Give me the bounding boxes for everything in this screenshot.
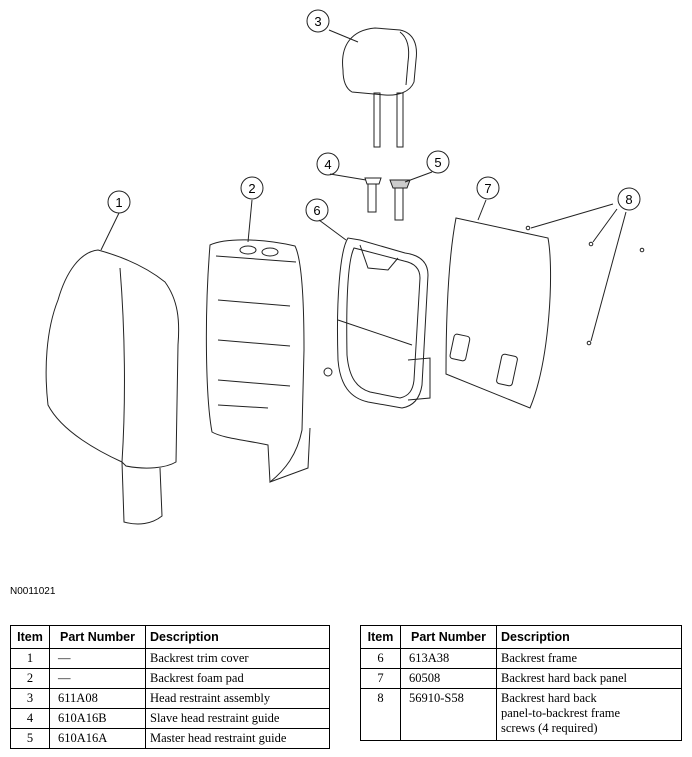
- item-header: Item: [360, 625, 401, 649]
- item-cell: 8: [360, 688, 401, 741]
- callout-label-2: 2: [248, 181, 255, 196]
- callout-label-4: 4: [324, 157, 331, 172]
- callout-label-3: 3: [314, 14, 321, 29]
- callout-circle-7: [476, 176, 500, 200]
- part-number-cell: 611A08: [49, 688, 146, 709]
- callout-label-6: 6: [313, 203, 320, 218]
- backrest-frame-drawing: [323, 237, 431, 409]
- table-header-row: Item Part Number Description: [360, 625, 682, 649]
- table-row: 8 56910-S58 Backrest hard back panel-to-…: [360, 688, 682, 741]
- callout-circle-2: [240, 176, 264, 200]
- callout-circle-6: [305, 198, 329, 222]
- part-number-cell: 60508: [400, 668, 497, 689]
- part-number-cell: 610A16B: [49, 708, 146, 729]
- table-row: 2 — Backrest foam pad: [10, 668, 330, 689]
- item-cell: 3: [10, 688, 50, 709]
- part-number-cell: 56910-S58: [400, 688, 497, 741]
- callout-label-8: 8: [625, 192, 632, 207]
- table-row: 5 610A16A Master head restraint guide: [10, 728, 330, 749]
- table-header-row: Item Part Number Description: [10, 625, 330, 649]
- description-line: screws (4 required): [501, 721, 598, 735]
- item-cell: 4: [10, 708, 50, 729]
- screws-drawing: [525, 225, 645, 346]
- backrest-foam-pad-drawing: [205, 239, 311, 483]
- backrest-trim-cover-drawing: [45, 249, 180, 525]
- callout-label-1: 1: [115, 195, 122, 210]
- description-header: Description: [496, 625, 682, 649]
- exploded-view-diagram: 3 4 5 1 2 6 7 8: [45, 9, 645, 525]
- description-cell: Backrest frame: [496, 648, 682, 669]
- table-row: 1 — Backrest trim cover: [10, 648, 330, 669]
- description-cell: Backrest foam pad: [145, 668, 330, 689]
- table-row: 4 610A16B Slave head restraint guide: [10, 708, 330, 729]
- description-line: panel-to-backrest frame: [501, 706, 621, 720]
- item-cell: 1: [10, 648, 50, 669]
- item-cell: 5: [10, 728, 50, 749]
- item-cell: 2: [10, 668, 50, 689]
- callout-circle-1: [107, 190, 131, 214]
- description-header: Description: [145, 625, 330, 649]
- item-cell: 7: [360, 668, 401, 689]
- description-cell: Head restraint assembly: [145, 688, 330, 709]
- description-line: Backrest hard back: [501, 691, 597, 705]
- description-cell: Backrest trim cover: [145, 648, 330, 669]
- table-row: 6 613A38 Backrest frame: [360, 648, 682, 669]
- table-row: 3 611A08 Head restraint assembly: [10, 688, 330, 709]
- part-number-cell: 613A38: [400, 648, 497, 669]
- part-number-cell: 610A16A: [49, 728, 146, 749]
- callout-label-5: 5: [434, 155, 441, 170]
- leader-lines: [100, 29, 627, 342]
- callout-circle-3: [306, 9, 330, 33]
- figure-id: N0011021: [10, 586, 56, 597]
- part-number-cell: —: [49, 648, 146, 669]
- head-restraint-drawing: [342, 27, 417, 148]
- description-cell: Backrest hard back panel-to-backrest fra…: [496, 688, 682, 741]
- item-header: Item: [10, 625, 50, 649]
- item-cell: 6: [360, 648, 401, 669]
- description-cell: Slave head restraint guide: [145, 708, 330, 729]
- part-number-cell: —: [49, 668, 146, 689]
- parts-table-right: Item Part Number Description 6 613A38 Ba…: [360, 625, 682, 741]
- table-row: 7 60508 Backrest hard back panel: [360, 668, 682, 689]
- callout-circles: [107, 9, 641, 222]
- callout-circle-5: [426, 150, 450, 174]
- part-number-header: Part Number: [400, 625, 497, 649]
- head-restraint-guides-drawing: [364, 177, 411, 221]
- callout-circle-8: [617, 187, 641, 211]
- callout-label-7: 7: [484, 181, 491, 196]
- description-cell: Backrest hard back panel: [496, 668, 682, 689]
- callout-circle-4: [316, 152, 340, 176]
- description-cell: Master head restraint guide: [145, 728, 330, 749]
- parts-table-left: Item Part Number Description 1 — Backres…: [10, 625, 330, 749]
- backrest-hard-back-panel-drawing: [445, 217, 552, 409]
- part-number-header: Part Number: [49, 625, 146, 649]
